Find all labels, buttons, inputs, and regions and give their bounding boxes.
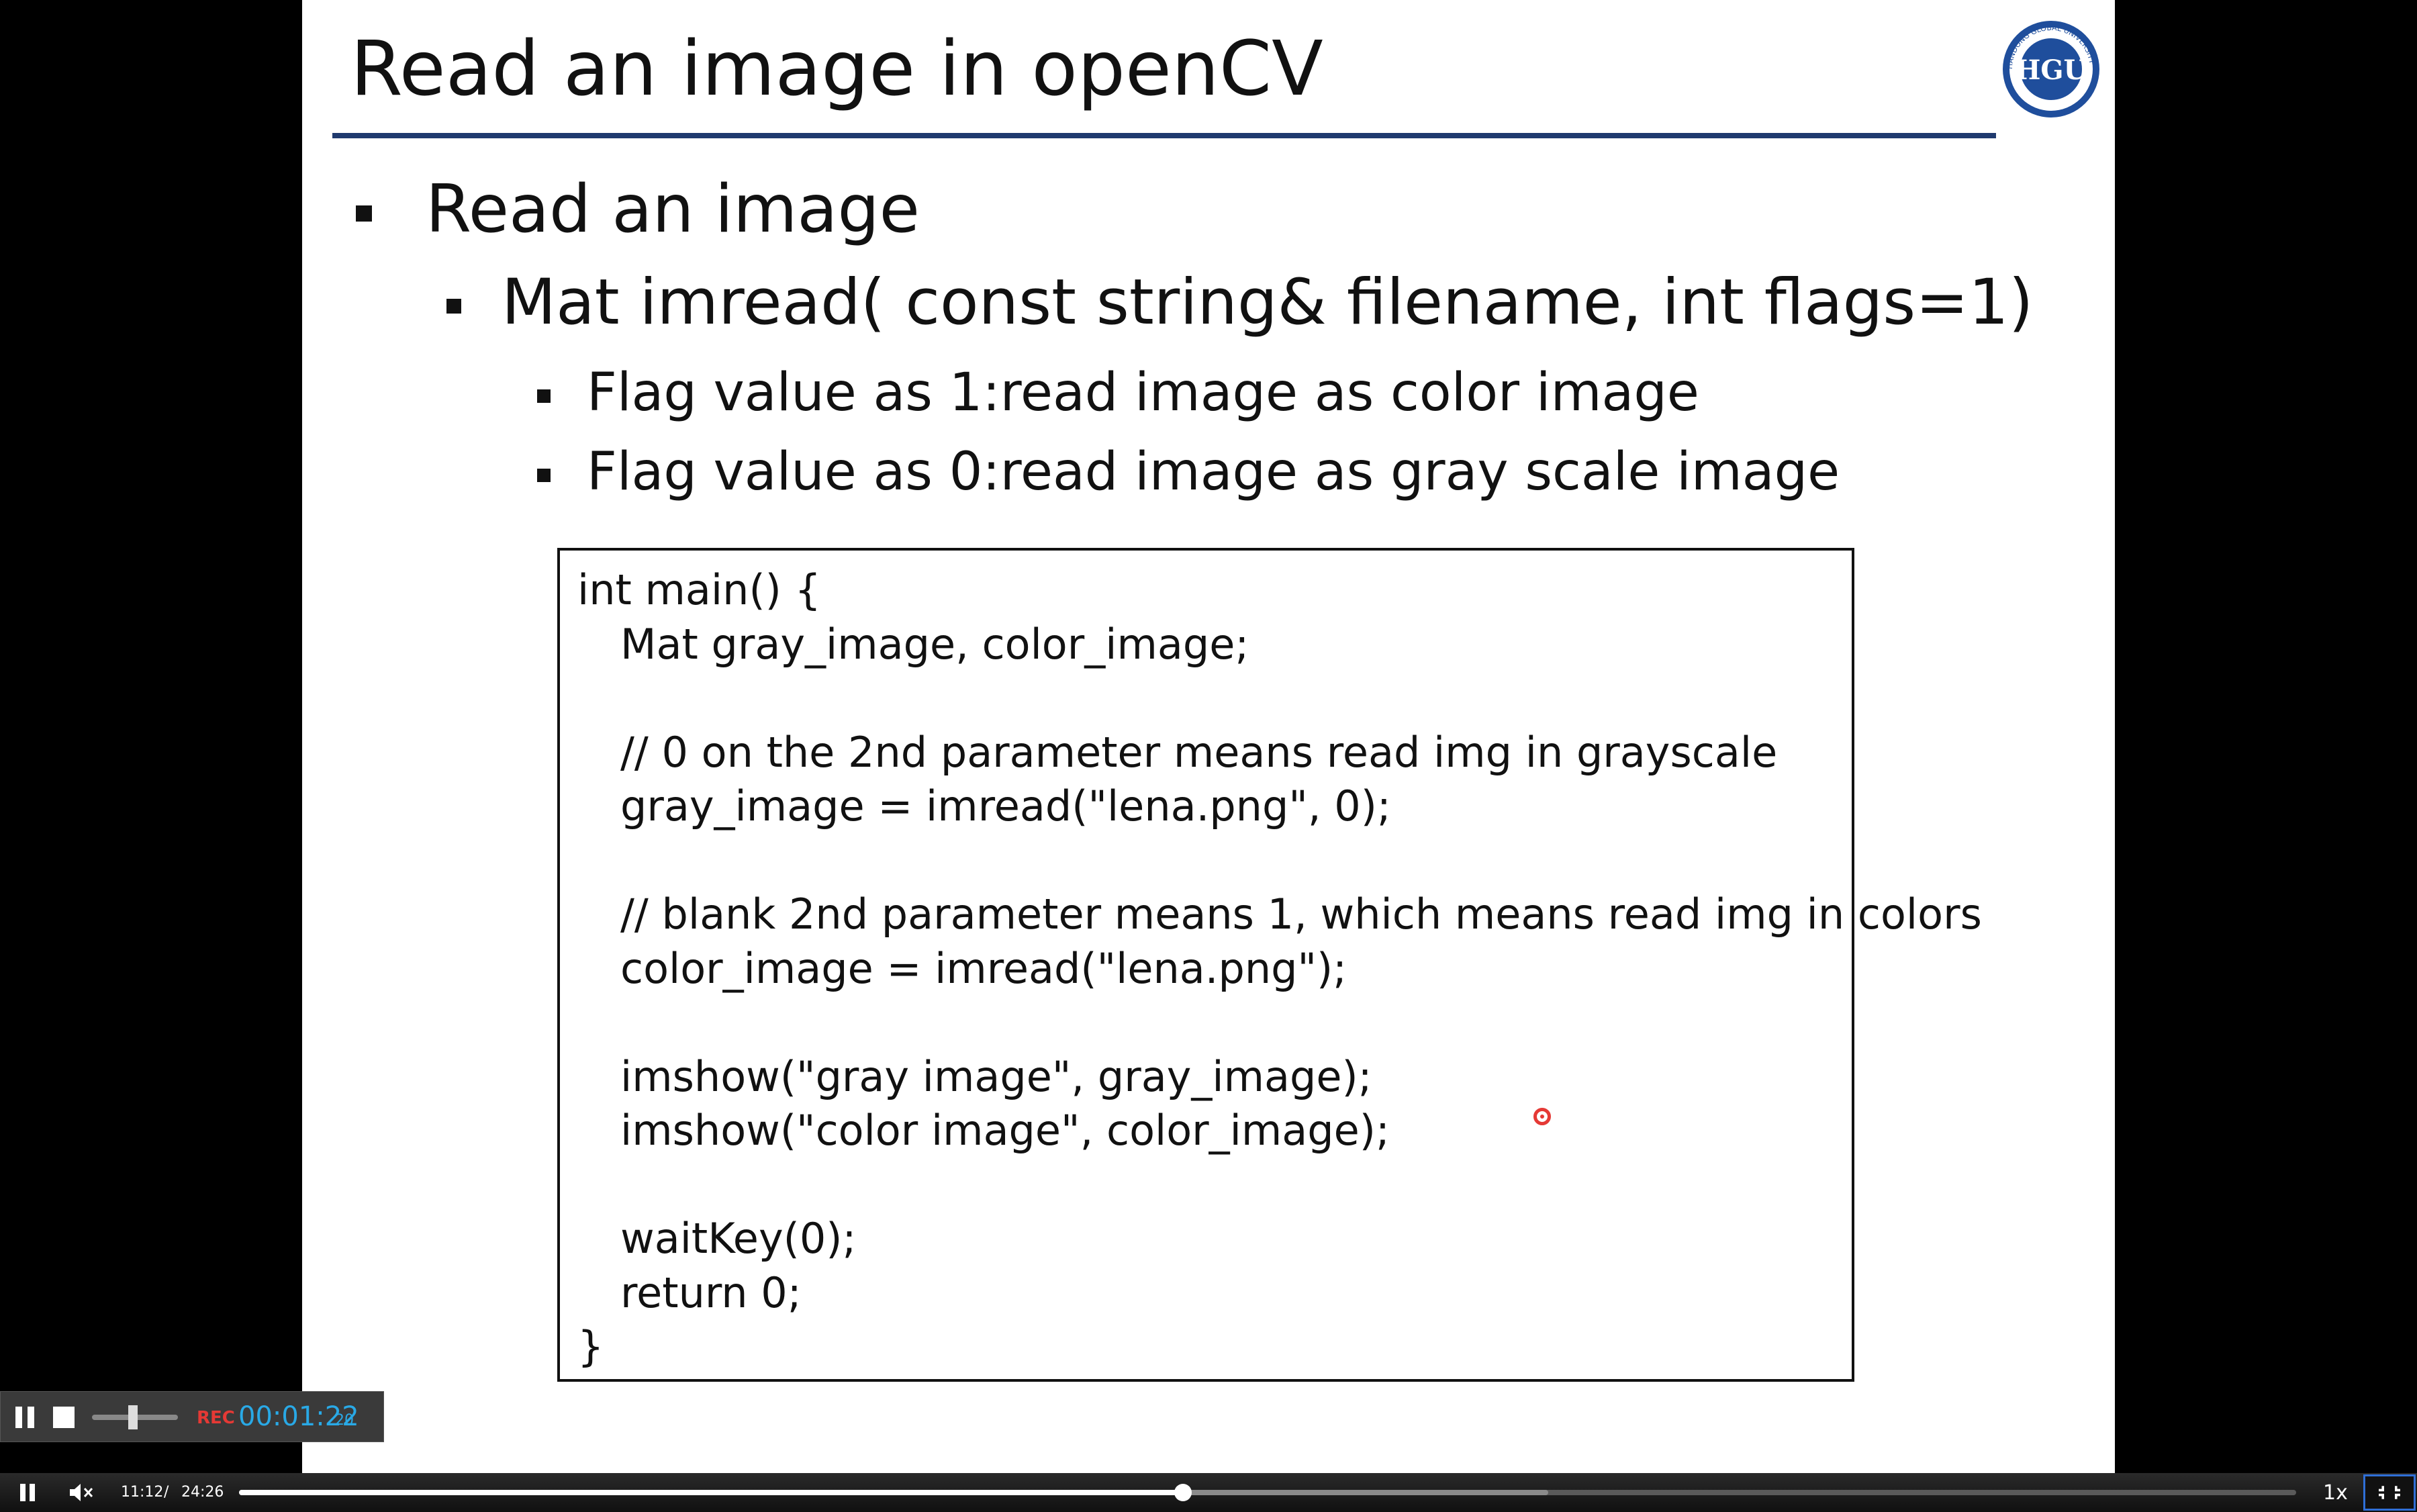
recording-fps: 20 [335, 1412, 354, 1429]
playback-speed-button[interactable]: 1x [2323, 1481, 2348, 1505]
bullet-text: Flag value as 0:read image as gray scale… [587, 442, 1840, 502]
volume-muted-icon[interactable] [67, 1481, 94, 1504]
rec-label: REC [197, 1408, 235, 1428]
code-line: return 0; [620, 1268, 802, 1317]
bullet-text: Mat imread( const string& filename, int … [502, 266, 2034, 339]
bullet-text: Read an image [426, 171, 920, 248]
title-underline [332, 133, 1996, 138]
code-line: Mat gray_image, color_image; [620, 619, 1249, 669]
code-line: // blank 2nd parameter means 1, which me… [620, 890, 1982, 939]
bullet-read-image: Read an image [356, 171, 920, 248]
stop-icon[interactable] [53, 1407, 75, 1428]
square-bullet-icon [537, 468, 551, 482]
presentation-slide: Read an image in openCV HANDONG GLOBAL U… [302, 0, 2115, 1512]
recording-elapsed-time: 00:01:22 [238, 1401, 359, 1432]
code-line: color_image = imread("lena.png"); [620, 943, 1347, 993]
laser-pointer-icon [1533, 1108, 1551, 1125]
played-range [239, 1490, 1184, 1495]
code-line: gray_image = imread("lena.png", 0); [620, 782, 1391, 831]
pause-icon[interactable] [15, 1407, 36, 1428]
square-bullet-icon [356, 205, 372, 222]
code-line: imshow("color image", color_image); [620, 1106, 1390, 1155]
square-bullet-icon [446, 299, 461, 314]
screen-recorder-widget: REC 00:01:22 20 [0, 1391, 384, 1442]
bullet-text: Flag value as 1:read image as color imag… [587, 363, 1699, 423]
recorder-slider-handle[interactable] [128, 1405, 138, 1429]
logo-text: HGU [2016, 54, 2087, 86]
code-line: imshow("gray image", gray_image); [620, 1051, 1372, 1101]
code-line: } [577, 1322, 604, 1371]
seek-handle[interactable] [1174, 1484, 1192, 1501]
bullet-flag-color: Flag value as 1:read image as color imag… [537, 363, 1699, 423]
bullet-imread-signature: Mat imread( const string& filename, int … [446, 266, 2033, 339]
code-line: waitKey(0); [620, 1214, 857, 1263]
hgu-university-seal-icon: HANDONG GLOBAL UNIVERSITY HGU [2003, 21, 2099, 117]
bullet-flag-gray: Flag value as 0:read image as gray scale… [537, 442, 1840, 502]
pause-icon[interactable] [19, 1484, 36, 1501]
code-line: int main() { [577, 565, 821, 614]
square-bullet-icon [537, 389, 551, 403]
code-sample-box: int main() { Mat gray_image, color_image;… [557, 548, 1982, 1382]
duration: 24:26 [181, 1484, 224, 1501]
video-player-controls: 11:12 / 24:26 1x [0, 1473, 2417, 1512]
seek-bar[interactable] [239, 1484, 2296, 1501]
time-separator: / [164, 1484, 169, 1501]
slide-title: Read an image in openCV [350, 26, 1323, 113]
code-line: // 0 on the 2nd parameter means read img… [620, 727, 1778, 777]
exit-fullscreen-icon[interactable] [2363, 1474, 2416, 1511]
current-time: 11:12 [121, 1484, 164, 1501]
